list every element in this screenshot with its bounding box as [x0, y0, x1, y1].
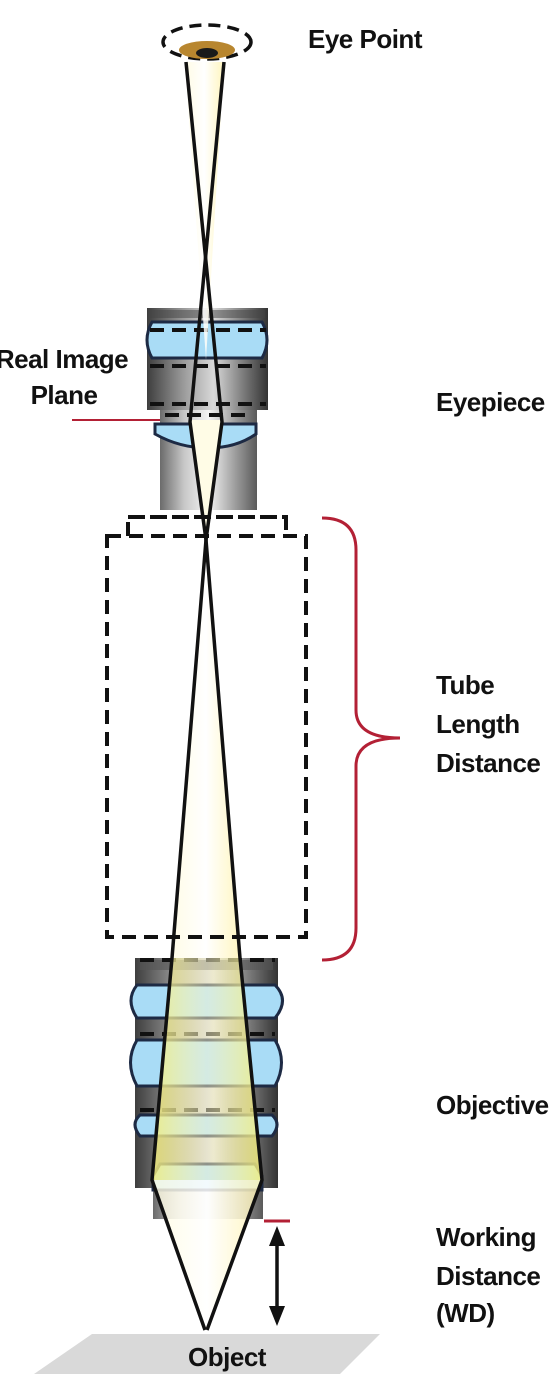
label-wd-line1: Working [436, 1222, 536, 1252]
label-eye-point: Eye Point [308, 24, 423, 54]
tube-length-brace [321, 516, 401, 962]
label-tube-line3: Distance [436, 748, 540, 778]
working-distance-marker [264, 1219, 290, 1326]
label-objective: Objective [436, 1090, 549, 1120]
label-eyepiece: Eyepiece [436, 387, 545, 417]
label-object: Object [188, 1342, 267, 1372]
label-wd-line3: (WD) [436, 1298, 495, 1328]
eye-point-marker [161, 23, 253, 61]
label-tube-line1: Tube [436, 670, 494, 700]
label-real-image-line1: Real Image [0, 344, 128, 374]
object-plate [34, 1334, 380, 1374]
label-tube-line2: Length [436, 709, 520, 739]
label-real-image-line2: Plane [31, 380, 98, 410]
label-wd-line2: Distance [436, 1261, 540, 1291]
ray-lines [150, 61, 264, 1331]
